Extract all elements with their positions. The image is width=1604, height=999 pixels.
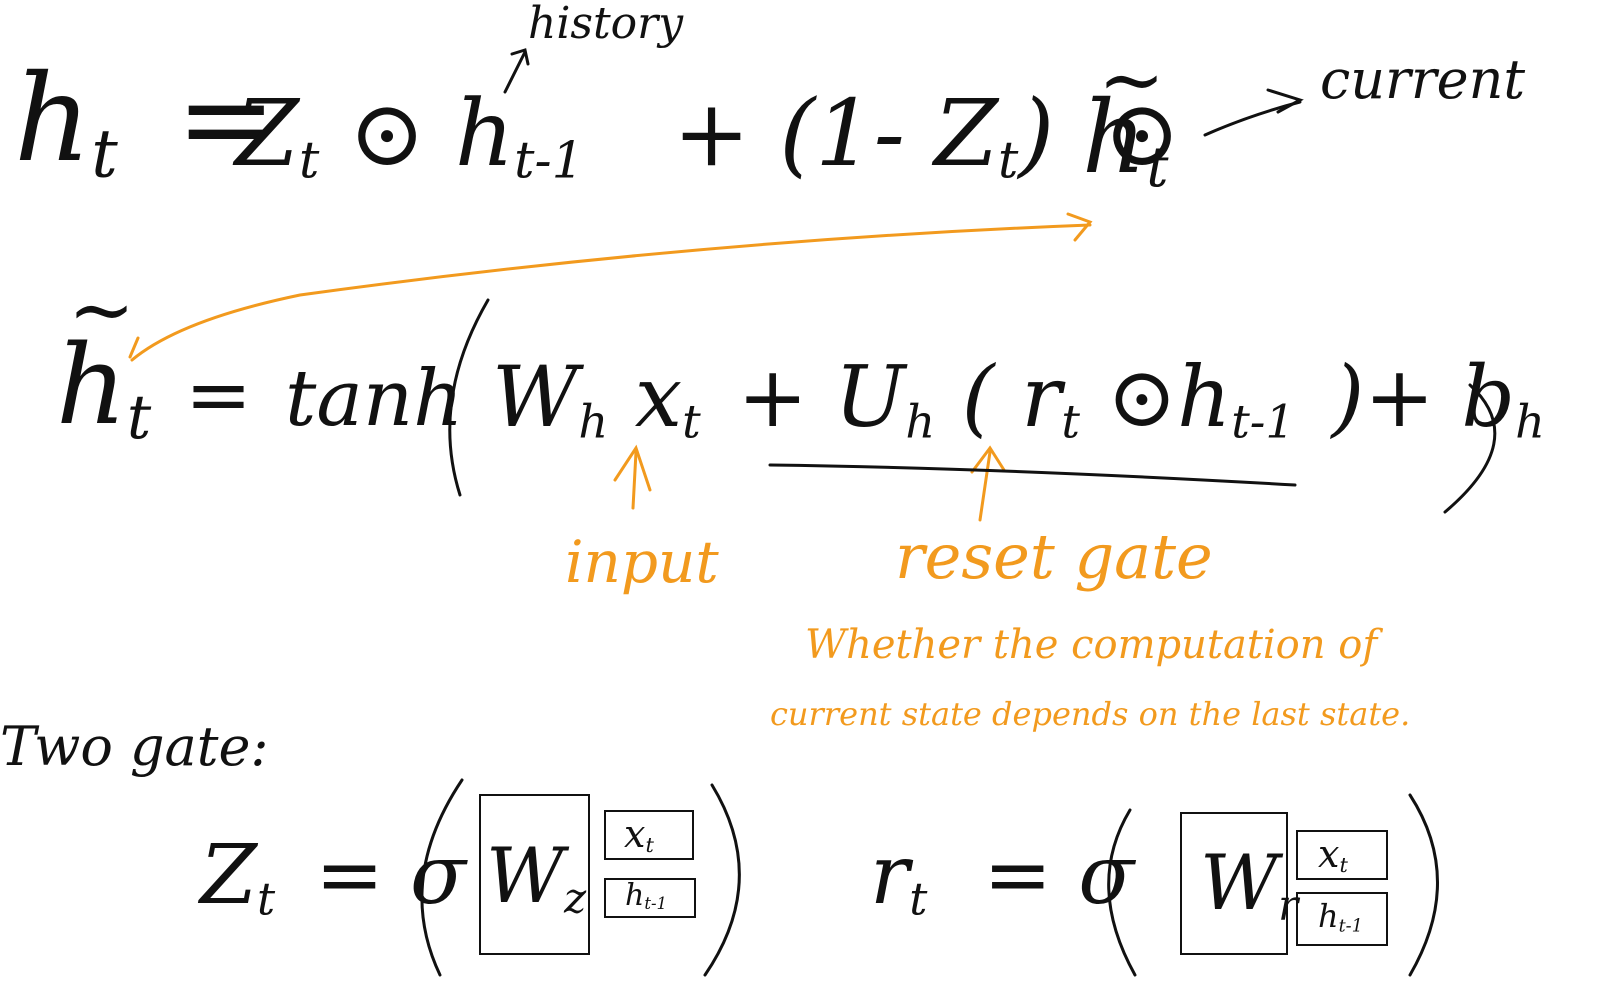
history-label: history xyxy=(528,0,684,49)
equation-1: ht = xyxy=(14,60,297,188)
rgate-W: Wr xyxy=(1200,845,1298,926)
eq2-r-sub: t xyxy=(1061,394,1080,449)
eq2-plus1: + xyxy=(737,348,808,446)
eq2-x-sub: t xyxy=(682,394,701,449)
eq2-tilde: ~ xyxy=(68,263,136,356)
rgate-r-sub: t xyxy=(909,872,928,926)
eq1-lhs-sub: t xyxy=(91,115,118,193)
eq2-tanh: tanh xyxy=(285,354,464,444)
zgate-x-letter: x xyxy=(624,812,646,856)
zgate-W-letter: W xyxy=(486,831,565,920)
eq2-r: r xyxy=(1021,348,1062,446)
eq2-h: h xyxy=(1177,348,1232,446)
eq2-body: Wh xt + Uh ( rt ⊙ht-1 )+ bh xyxy=(492,355,1545,445)
history-arrow-icon xyxy=(503,48,530,94)
zgate-W-sub: z xyxy=(564,873,587,923)
zgate-sigma: σ xyxy=(409,828,466,923)
rgate-h-box xyxy=(1296,892,1388,946)
eq1-lhs: h xyxy=(14,50,92,189)
eq2-U-sub: h xyxy=(905,394,936,449)
underline-stroke xyxy=(768,463,1297,487)
reset-gate-label: reset gate xyxy=(895,520,1213,593)
eq2-lhs-h: h xyxy=(56,321,127,449)
zgate-lhs: Zt = σ xyxy=(200,835,466,922)
eq2-odot: ⊙ xyxy=(1106,348,1178,446)
eq2-close-paren xyxy=(1443,383,1497,514)
rgate-open-paren xyxy=(1107,808,1137,977)
eq2-equals: = xyxy=(185,348,253,441)
eq2-close: ) xyxy=(1331,348,1365,446)
rgate-h-sub: t-1 xyxy=(1338,916,1363,937)
rgate-sigma: σ xyxy=(1078,828,1135,923)
eq1-htilde: ht xyxy=(1082,88,1169,195)
eq1-z-sub: t xyxy=(298,130,320,190)
zgate-x-box xyxy=(604,810,694,860)
eq2-lhs: ht xyxy=(56,330,151,449)
zgate-eq: = xyxy=(315,828,384,923)
eq1-hprev-sub: t-1 xyxy=(514,130,584,190)
eq2-W-sub: h xyxy=(578,394,609,449)
zgate-h-sub: t-1 xyxy=(644,894,668,914)
eq2-U: U xyxy=(834,348,906,446)
input-label: input xyxy=(565,528,719,596)
eq1-rhs: Zt ⊙ ht-1 + (1- Zt) ⊙ xyxy=(235,88,1181,186)
two-gate-label: Two gate: xyxy=(0,715,269,778)
eq2-x: x xyxy=(634,348,683,446)
eq1-plus: + xyxy=(673,80,751,187)
reset-arrow-icon xyxy=(970,445,1006,522)
zgate-h: ht-1 xyxy=(625,878,667,913)
rgate-x-box xyxy=(1296,830,1388,880)
zgate-close-paren xyxy=(703,783,741,977)
eq1-htilde-h: h xyxy=(1082,79,1147,196)
eq1-htilde-sub: t xyxy=(1146,134,1169,199)
eq2-h-sub: t-1 xyxy=(1231,394,1295,449)
rgate-close-paren xyxy=(1408,793,1439,977)
rgate-r: r xyxy=(870,828,910,923)
eq1-odot1: ⊙ xyxy=(348,80,426,187)
zgate-z-sub: t xyxy=(256,872,276,926)
rgate-x-sub: t xyxy=(1339,853,1348,878)
reset-desc-line1: Whether the computation of xyxy=(805,622,1378,668)
current-label: current xyxy=(1320,48,1526,111)
eq2-b: b xyxy=(1461,348,1516,446)
eq1-one-minus: (1- Z xyxy=(779,80,999,187)
eq1-odot2: ⊙ xyxy=(1103,80,1181,187)
eq1-close: ) xyxy=(1018,80,1055,187)
input-arrow-icon xyxy=(613,444,652,510)
eq1-tilde: ~ xyxy=(1098,33,1166,126)
rgate-W-letter: W xyxy=(1200,838,1279,927)
eq2-open-paren xyxy=(448,298,490,497)
rgate-W-box xyxy=(1180,812,1288,955)
zgate-h-letter: h xyxy=(625,878,645,913)
zgate-open-paren xyxy=(420,778,464,977)
zgate-W-box xyxy=(479,794,590,955)
zgate-x: xt xyxy=(624,812,654,857)
zgate-z: Z xyxy=(200,828,257,923)
eq1-hprev: h xyxy=(454,80,515,187)
eq2-open: ( xyxy=(961,348,995,446)
zgate-h-box xyxy=(604,878,696,918)
zgate-W: Wz xyxy=(486,838,586,919)
eq2-b-sub: h xyxy=(1515,394,1545,449)
link-arrow-icon xyxy=(128,212,1093,362)
eq2-lhs-sub: t xyxy=(126,383,152,454)
rgate-x-letter: x xyxy=(1318,832,1340,876)
eq1-one-minus-sub: t xyxy=(998,130,1019,190)
rgate-h: ht-1 xyxy=(1318,897,1363,936)
rgate-W-sub: r xyxy=(1278,880,1299,930)
reset-desc-line2: current state depends on the last state. xyxy=(770,695,1411,733)
rgate-h-letter: h xyxy=(1318,897,1339,935)
eq2-plus2: + xyxy=(1364,348,1435,446)
current-arrow-icon xyxy=(1203,88,1304,137)
rgate-lhs: rt = σ xyxy=(870,835,1134,922)
eq1-z: Z xyxy=(235,80,299,187)
rgate-eq: = xyxy=(983,828,1053,923)
eq1-equals: = xyxy=(175,50,277,189)
zgate-x-sub: t xyxy=(645,833,654,858)
rgate-x: xt xyxy=(1318,832,1348,877)
eq2-W: W xyxy=(492,348,579,446)
